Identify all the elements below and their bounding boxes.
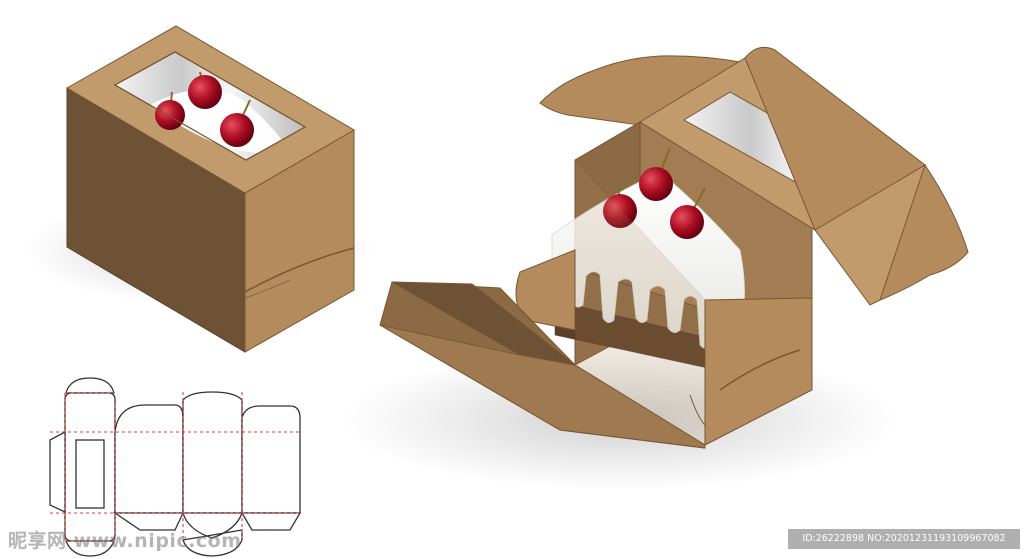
closed-box-tuck-flap	[244, 247, 355, 293]
watermark-id-badge: ID:26222898 NO:20201231193109967082	[788, 529, 1020, 549]
cake-slice	[550, 147, 745, 376]
dieline-side-panel	[114, 404, 184, 514]
dieline-back-panel	[241, 405, 301, 514]
cake-layer-bottom	[555, 300, 740, 375]
open-box-right-wall	[704, 297, 813, 446]
closed-box	[25, 25, 375, 353]
cherry	[670, 205, 704, 239]
cherry	[639, 167, 673, 201]
cherry	[220, 113, 254, 147]
dieline-window-cutout	[75, 439, 105, 509]
open-box-back-flap	[539, 55, 742, 126]
cherry	[188, 75, 222, 109]
cherry	[603, 194, 637, 228]
cherry	[155, 100, 185, 130]
dieline-front-panel	[182, 391, 243, 514]
open-box-lid-tuck	[744, 46, 969, 301]
dieline-fold-lines	[50, 392, 300, 542]
open-box	[340, 46, 969, 490]
watermark-logo: 昵享网 www.nipic.com	[8, 530, 242, 552]
dieline-top-tab	[65, 377, 115, 394]
